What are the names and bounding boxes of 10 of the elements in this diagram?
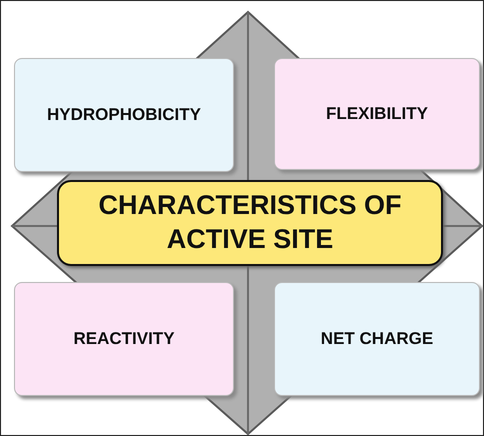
topic-box xyxy=(274,282,480,396)
box-label: HYDROPHOBICITY xyxy=(46,105,202,125)
title-box xyxy=(57,180,443,266)
box-label: NET CHARGE xyxy=(320,329,434,349)
box-label: FLEXIBILITY xyxy=(325,104,429,124)
topic-box xyxy=(274,58,480,170)
box-label: REACTIVITY xyxy=(72,329,176,349)
topic-box xyxy=(14,282,234,396)
topic-box xyxy=(14,58,234,172)
box-label: CHARACTERISTICS OF ACTIVE SITE xyxy=(98,189,402,256)
